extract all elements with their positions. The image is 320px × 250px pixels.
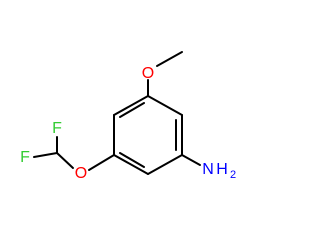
amine-group: N H 2 <box>181 154 236 181</box>
molecule-canvas: O O F F N H 2 <box>20 51 236 182</box>
amine-hydrogen-label: H <box>216 161 228 178</box>
bond-ring-o <box>88 154 115 171</box>
difluoromethoxy-group: O F F <box>20 120 115 182</box>
ring-bond <box>113 154 149 175</box>
bond-o-carbon <box>56 152 74 169</box>
amine-hydrogen-count: 2 <box>230 169 236 181</box>
ring-double-bond <box>119 152 145 168</box>
fluorine-top-label: F <box>52 120 62 137</box>
benzene-ring <box>113 95 183 175</box>
bond-ring-n <box>181 154 201 166</box>
ring-bond <box>147 95 183 116</box>
ring-bond <box>147 154 183 175</box>
ether-oxygen-label: O <box>75 165 87 182</box>
methoxy-oxygen-label: O <box>142 65 154 82</box>
molecule-structure: O O F F N H 2 <box>20 51 236 182</box>
ring-double-bond <box>119 102 145 118</box>
bond-carbon-f-left <box>33 152 58 158</box>
amine-nitrogen-label: N <box>202 161 214 178</box>
fluorine-left-label: F <box>20 149 30 166</box>
bond-o-methyl <box>156 51 183 67</box>
ring-bond <box>113 95 149 116</box>
methoxy-group: O <box>142 51 183 97</box>
